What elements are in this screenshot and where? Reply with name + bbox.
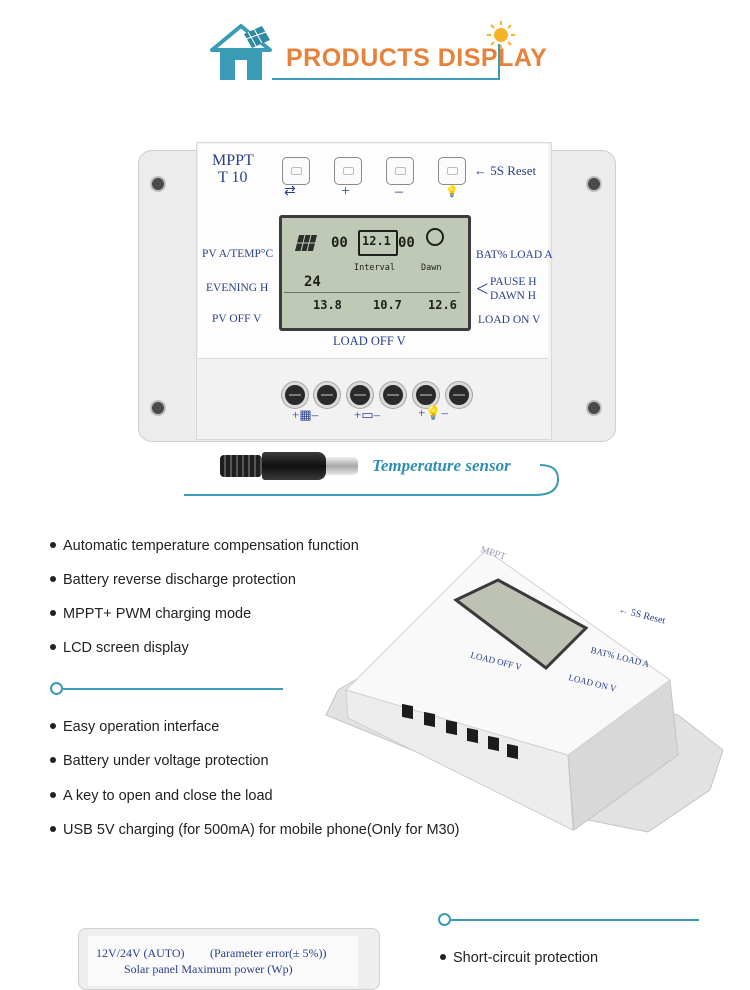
mode-key-symbol: ⇄ [284,184,296,199]
mount-hole [586,400,602,416]
sensor-label: Temperature sensor [372,456,511,475]
feature-item: Short-circuit protection [440,950,598,966]
feature-item: MPPT+ PWM charging mode [50,606,251,622]
terminal-load-symbol: +💡– [418,405,449,420]
reset-label: ← 5S Reset [474,163,537,178]
pause-bracket: < [476,276,489,301]
feature-item: LCD screen display [50,640,189,656]
header-line [272,78,500,80]
bulb-icon: 💡 [445,186,459,198]
mode-key[interactable] [282,157,310,185]
usb-slot [402,703,413,720]
sensor-cable [220,455,262,477]
spec-voltage: 12V/24V (AUTO) [96,946,185,960]
sensor-underline [184,464,560,496]
terminal-slot [467,727,478,744]
feature-item: Easy operation interface [50,719,219,735]
terminal-pv-positive [282,382,308,408]
label-pv-temp: PV A/TEMP°C [202,248,274,260]
minus-key[interactable] [386,157,414,185]
terminal-battery-symbol: +▭– [354,407,381,422]
model-number: T 10 [218,169,248,186]
lcd-load-off-value: 10.7 [373,298,402,312]
lcd-load-current: 00 [398,235,415,251]
terminal-slot [424,711,435,728]
label-evening: EVENING H [206,282,269,294]
label-pause: PAUSE H [490,276,537,288]
plus-key[interactable] [334,157,362,185]
feature-item: USB 5V charging (for 500mA) for mobile p… [50,822,460,838]
label-pv-off: PV OFF V [212,313,262,325]
feature-item: Automatic temperature compensation funct… [50,538,359,554]
battery-icon [358,230,398,256]
lamp-icon [426,228,444,246]
house-icon [210,24,272,80]
sun-icon [487,21,515,49]
page-title: PRODUCTS DISPLAY [286,44,548,72]
lcd-battery-voltage: 12.1 [362,234,391,248]
terminal-pv-negative [314,382,340,408]
header-line-right [498,44,500,80]
terminal-slot [446,719,457,736]
mount-hole [586,176,602,192]
solar-panel-icon [295,234,317,252]
terminal-slot [488,735,499,752]
model-name: MPPT [212,152,254,169]
terminal-load-positive [413,382,439,408]
spec-error: (Parameter error(± 5%)) [210,946,327,960]
divider-line [451,919,699,921]
label-load-on: LOAD ON V [478,314,541,326]
terminal-load-negative [446,382,472,408]
minus-key-symbol: – [395,183,403,200]
divider-circle [438,913,451,926]
sensor-tip [326,457,358,475]
lcd-divider [284,292,460,293]
feature-item: Battery reverse discharge protection [50,572,296,588]
terminal-battery-positive [347,382,373,408]
lcd-evening-hours: 24 [304,274,321,290]
lcd-interval: Interval [354,263,395,273]
plus-key-symbol: + [341,183,351,200]
controller-angled-view [325,549,724,833]
divider-line [63,688,283,690]
load-key[interactable] [438,157,466,185]
terminal-pv-symbol: +▦– [292,407,319,422]
terminal-slot [507,743,518,760]
label-dawn: DAWN H [490,290,537,302]
lcd-load-on-value: 12.6 [428,298,457,312]
label-plate-inner [88,936,358,986]
spec-solar-power: Solar panel Maximum power (Wp) [124,962,293,976]
label-load-off: LOAD OFF V [333,334,406,348]
lcd-pv-off-value: 13.8 [313,298,342,312]
feature-item: Battery under voltage protection [50,753,269,769]
lcd-pv-current: 00 [331,235,348,251]
sensor-plug [262,452,326,480]
divider-circle [50,682,63,695]
mount-hole [150,400,166,416]
feature-item: A key to open and close the load [50,788,273,804]
mount-hole [150,176,166,192]
label-bat-load: BAT% LOAD A [476,249,553,261]
header: PRODUCTS DISPLAY [0,0,750,100]
lcd-dawn: Dawn [421,263,442,273]
terminal-battery-negative [380,382,406,408]
